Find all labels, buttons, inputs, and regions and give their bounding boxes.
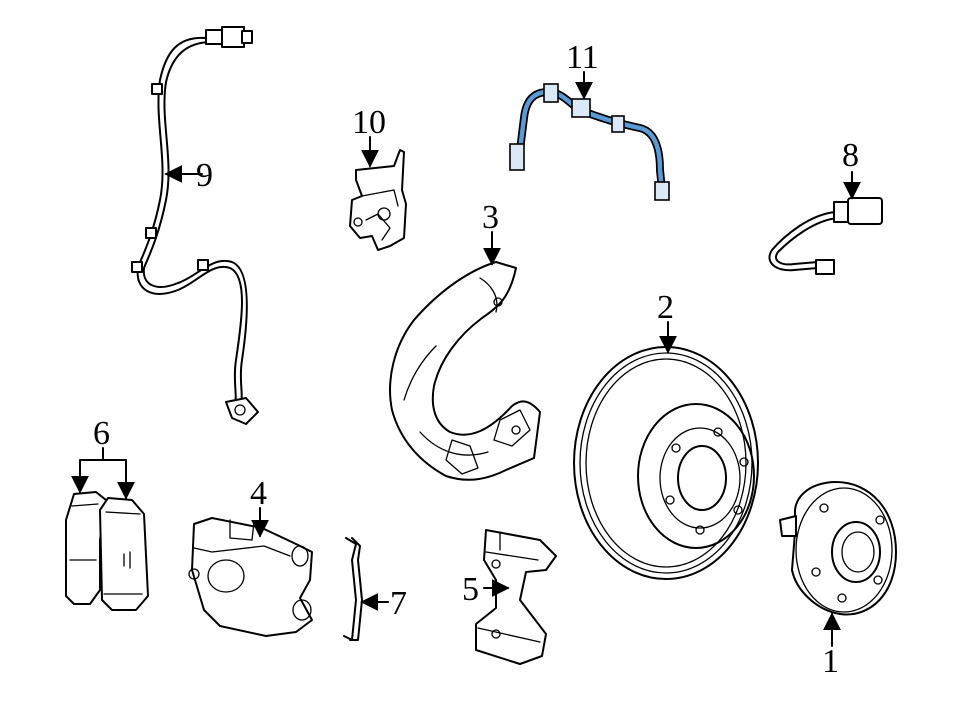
- part-11-brake-hose[interactable]: 11: [509, 39, 670, 201]
- callout-3: 3: [482, 199, 499, 236]
- part-2-brake-rotor[interactable]: 2: [573, 289, 759, 580]
- part-7-retaining-spring[interactable]: 7: [343, 537, 407, 641]
- part-8-brake-pad-wear-sensor[interactable]: 8: [768, 137, 883, 275]
- callout-1: 1: [822, 643, 839, 680]
- part-4-brake-caliper[interactable]: 4: [188, 475, 313, 637]
- callout-7: 7: [390, 585, 407, 622]
- part-5-caliper-bracket[interactable]: 5: [462, 529, 557, 665]
- callout-6: 6: [93, 415, 110, 452]
- callout-2: 2: [657, 289, 674, 326]
- part-3-splash-shield[interactable]: 3: [389, 199, 541, 481]
- part-10-bracket[interactable]: 10: [349, 104, 407, 251]
- callout-11: 11: [566, 39, 599, 76]
- callout-4: 4: [250, 475, 267, 512]
- callout-8: 8: [842, 137, 859, 174]
- callout-10: 10: [352, 104, 386, 141]
- callout-9: 9: [196, 157, 213, 194]
- callout-5: 5: [462, 571, 479, 608]
- part-6-brake-pads[interactable]: 6: [65, 415, 149, 611]
- part-1-hub-bearing[interactable]: 1: [779, 481, 897, 680]
- part-9-wheel-speed-sensor[interactable]: 9: [131, 26, 259, 425]
